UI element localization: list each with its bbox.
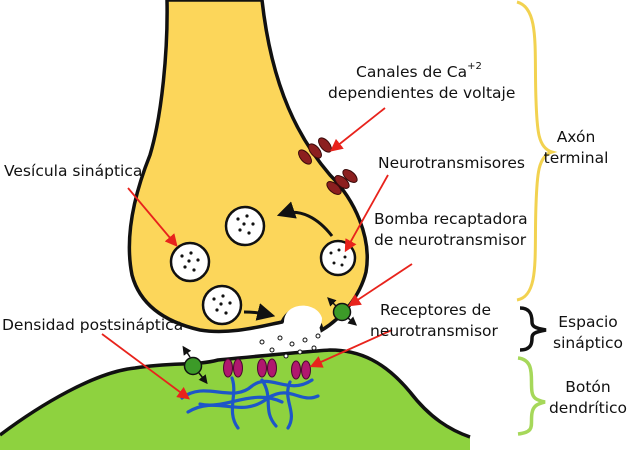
label-reuptake-pump-line1: Bomba recaptadora [374, 210, 528, 228]
vesicle [201, 284, 243, 326]
arrow-neurotransmitters [344, 174, 389, 253]
arrow-synaptic-vesicle [127, 187, 178, 247]
vesicle [319, 239, 357, 277]
synaptic-vesicles [169, 205, 357, 332]
reuptake-pump-postsynaptic [182, 345, 208, 385]
label-reuptake-pump-line2: de neurotransmisor [374, 231, 527, 249]
label-receptors-line2: neurotransmisor [370, 322, 499, 340]
vesicle [224, 205, 266, 247]
calcium-channels [298, 137, 358, 195]
arrow-calcium-channels [330, 107, 386, 152]
label-postsynaptic-density: Densidad postsináptica [2, 316, 183, 334]
bracket-dendritic-spine [517, 356, 546, 436]
bracket-synaptic-space [519, 306, 547, 352]
postsynaptic-density [180, 376, 320, 430]
label-calcium-channels-line2: dependientes de voltaje [328, 84, 515, 102]
label-neurotransmitters: Neurotransmisores [378, 154, 525, 172]
label-calcium-channels: Canales de Ca+2 [356, 61, 482, 81]
label-pointer-arrows [101, 107, 413, 400]
released-neurotransmitters [259, 333, 321, 359]
bracket-label-axon-terminal-line1: Axón [557, 128, 596, 146]
bracket-label-axon-terminal-line2: terminal [544, 149, 609, 167]
vesicle-cycle-arrows [243, 201, 334, 321]
vesicle [169, 241, 211, 283]
arrow-reuptake-pump [347, 263, 413, 307]
neurotransmitter-receptors [223, 358, 311, 380]
bracket-axon-terminal [516, 0, 558, 302]
arrow-postsynaptic-density [101, 333, 191, 400]
label-synaptic-vesicle: Vesícula sináptica [4, 162, 142, 180]
reuptake-pump-presynaptic [327, 297, 358, 326]
fusing-vesicle [284, 305, 322, 332]
bracket-label-synaptic-space-line1: Espacio [558, 313, 618, 331]
label-receptors-line1: Receptores de [380, 301, 491, 319]
bracket-label-synaptic-space-line2: sináptico [553, 334, 623, 352]
bracket-label-dendritic-spine-line1: Botón [565, 378, 611, 396]
dendritic-spine-membrane [0, 348, 471, 439]
arrow-receptors [309, 329, 393, 368]
axon-terminal-shape [127, 0, 369, 334]
bracket-label-dendritic-spine-line2: dendrítico [549, 399, 627, 417]
